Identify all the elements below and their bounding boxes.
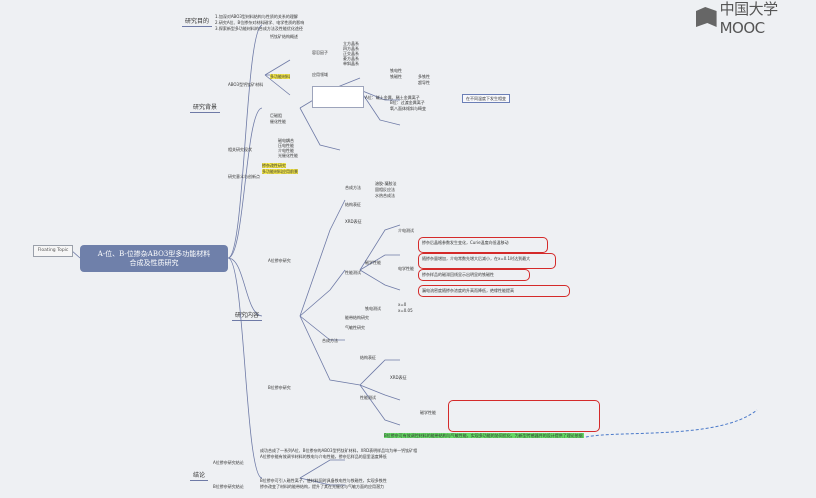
structure-image (312, 86, 364, 108)
central-topic-line1: A-位、B-位掺杂ABO3型多功能材料 (97, 249, 211, 258)
conclusion-item-3: B位掺杂可引入磁性离子，使材料同时具备铁电性与铁磁性，实现多铁性 (260, 478, 387, 483)
content-property-test-b: 性能测试 (360, 395, 376, 400)
bg-mf-2: 压电性能 (278, 143, 294, 148)
bg-perovskite: 钙钛矿结构概述 (270, 34, 298, 39)
bg-highlight-yellow: 掺杂改性研究 (262, 163, 286, 168)
goal-item-2: 2.研究A位、B位掺杂对材料磁学、电学性质的影响 (215, 20, 305, 25)
bg-struct-5: 单斜晶系 (343, 61, 359, 66)
content-magnetic: 磁学性能 (365, 260, 381, 265)
bg-highlight-yellow-2: 多功能材料应用前景 (262, 169, 298, 174)
bg-extra-3: 氧八面体倾斜与畸变 (390, 106, 426, 111)
bg-subtopic-note: 研究意义与创新点 (228, 174, 260, 179)
red-note-box-3: 掺杂样品的磁滞回线显示出明显的铁磁性 (418, 269, 530, 281)
bg-prop-4: 超导性 (418, 80, 430, 85)
green-note: B位掺杂可有效调控材料的能带结构与气敏性能，实现多功能的协同优化，为新型传感器件… (384, 433, 584, 438)
central-topic[interactable]: A-位、B-位掺杂ABO3型多功能材料 合成及性质研究 (80, 245, 228, 272)
content-band-struct: 能带结构研究 (345, 315, 369, 320)
bg-mf-1: 磁电耦合 (278, 138, 294, 143)
bg-struct-3: 正交晶系 (343, 51, 359, 56)
content-xrd-b: XRD表征 (390, 375, 407, 380)
content-electric: 电学性能 (398, 266, 414, 271)
content-synthesis-b: 合成方法 (322, 338, 338, 343)
bg-struct-2: 四方晶系 (343, 46, 359, 51)
red-note-1: 掺杂后晶格参数发生变化，Curie温度向低温移动 (422, 240, 509, 245)
content-sol-gel: 溶胶-凝胶法 (375, 181, 397, 186)
content-characterization-b: 结构表征 (360, 355, 376, 360)
bg-struct-1: 立方晶系 (343, 41, 359, 46)
brand-name: 中国大学MOOC (719, 0, 779, 37)
red-note-box-4: 漏电流密度随掺杂浓度的升高而降低，绝缘性能提高 (418, 285, 570, 297)
content-property-test: 性能测试 (345, 270, 361, 275)
bg-mf-4: 光催化性能 (278, 153, 298, 158)
goal-item-3: 3.探索新型多功能材料的合成方法及性能优化途径 (215, 26, 303, 31)
bg-tolerance: 容忍因子 (312, 50, 328, 55)
floating-topic[interactable]: Floating Topic (33, 245, 73, 257)
conclusion-sub-a: A位掺杂研究结论 (213, 460, 244, 465)
bg-prop-2: 铁磁性 (390, 74, 402, 79)
red-note-3: 掺杂样品的磁滞回线显示出明显的铁磁性 (422, 272, 494, 277)
content-ferro: 铁电测试 (365, 306, 381, 311)
bg-prop-5: 巨磁阻 (270, 113, 282, 118)
conclusion-item-4: 掺杂改变了材料的能带结构，提升了其在光催化与气敏方面的应用潜力 (260, 484, 384, 489)
red-note-box-1: 掺杂后晶格参数发生变化，Curie温度向低温移动 (418, 237, 548, 253)
bg-related-work: 相关研究现状 (228, 147, 252, 152)
goal-item-1: 1.加深对ABO3型材料结构与性质的关系的理解 (215, 14, 298, 19)
bg-prop-1: 铁电性 (390, 68, 402, 73)
bg-extra-1: A位：碱土金属、稀土金属离子 (365, 95, 420, 100)
conclusion-item-2: A位掺杂能有效调节材料的铁电与介电性能，掺杂后样品的居里温度降低 (260, 454, 387, 459)
section-research-goal[interactable]: 研究目的 (182, 18, 213, 27)
bg-struct-4: 菱方晶系 (343, 56, 359, 61)
red-note-box-5 (448, 400, 600, 432)
content-doping-b: B位掺杂研究 (268, 385, 291, 390)
content-hydrothermal: 水热合成法 (375, 193, 395, 198)
bg-multi-func: 多功能材料 (270, 74, 290, 79)
conclusion-sub-b: B位掺杂研究结论 (213, 484, 244, 489)
section-research-content[interactable]: 研究内容 (232, 312, 263, 321)
central-topic-line2: 合成及性质研究 (129, 258, 179, 267)
section-conclusion[interactable]: 结论 (190, 472, 209, 481)
red-note-4: 漏电流密度随掺杂浓度的升高而降低，绝缘性能提高 (422, 288, 514, 293)
content-synthesis: 合成方法 (345, 185, 361, 190)
brand-logo: 中国大学MOOC (696, 0, 816, 37)
content-characterization: 结构表征 (345, 202, 361, 207)
content-solid-state: 固相反应法 (375, 187, 395, 192)
bg-prop-3: 多铁性 (418, 74, 430, 79)
bg-extra-2: B位：过渡金属离子 (390, 100, 425, 105)
content-sample-2: x=0.05 (398, 308, 413, 313)
section-research-background[interactable]: 研究背景 (190, 104, 221, 113)
content-magnetic-b: 磁学性能 (420, 410, 436, 415)
bg-applications: 应用领域 (312, 72, 328, 77)
bg-mf-3: 介电性能 (278, 148, 294, 153)
bg-model-note: 在不同温度下发生相变 (462, 94, 510, 103)
book-icon (696, 7, 717, 27)
content-xrd: XRD表征 (345, 219, 362, 224)
red-note-2: 随掺杂量增加，介电常数先增大后减小，在x=0.1时达到最大 (422, 256, 531, 261)
bg-prop-6: 催化性能 (270, 119, 286, 124)
red-note-box-2: 随掺杂量增加，介电常数先增大后减小，在x=0.1时达到最大 (418, 253, 556, 269)
bg-abo3: ABO3型钙钛矿材料 (228, 82, 264, 87)
content-gas-sensing: 气敏性研究 (345, 325, 365, 330)
content-sample-1: x=0 (398, 302, 407, 307)
conclusion-item-1: 成功合成了一系列A位、B位掺杂的ABO3型钙钛矿材料，XRD表明样品均为单一钙钛… (260, 448, 418, 453)
content-doping-a: A位掺杂研究 (268, 258, 291, 263)
content-dielectric: 介电测试 (398, 228, 414, 233)
